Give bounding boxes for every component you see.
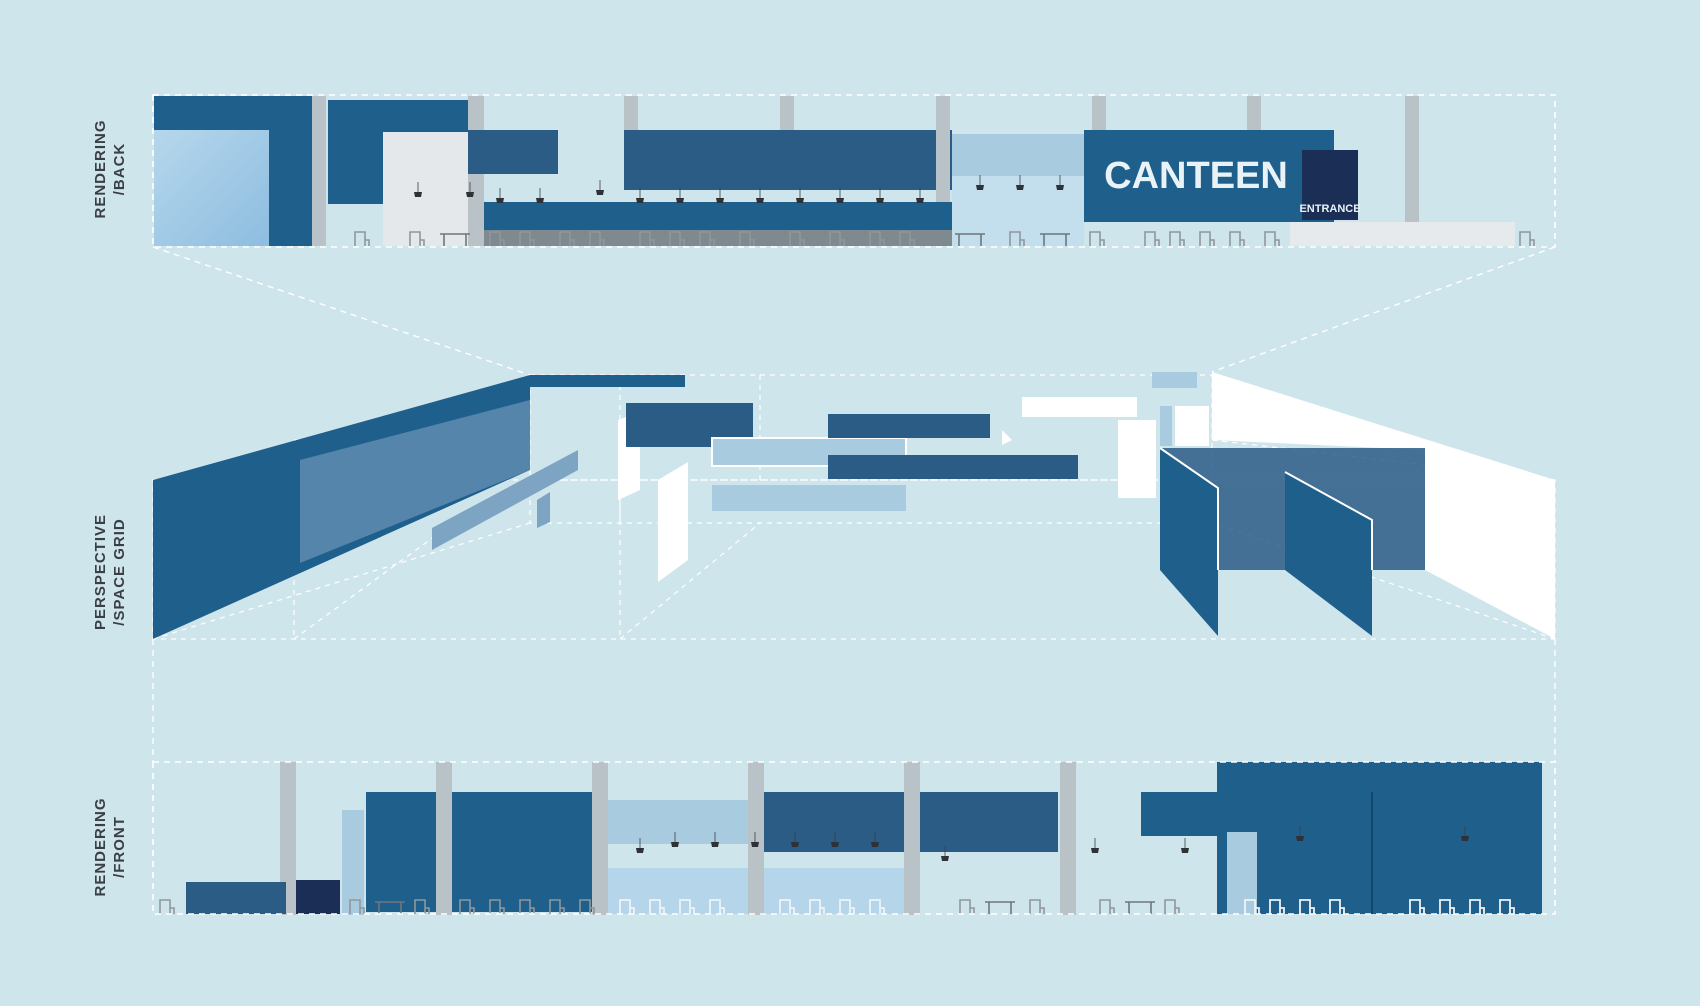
persp-tri [1002, 430, 1012, 445]
persp-panel-e [828, 455, 1078, 479]
persp-right-fin-1 [1160, 448, 1218, 636]
back-column [1405, 96, 1419, 224]
front-dark-panel-1 [366, 792, 593, 912]
back-left-glass [154, 130, 269, 246]
front-column [592, 762, 608, 915]
canteen-sign-panel [1084, 130, 1334, 222]
persp-white-box [1175, 406, 1209, 446]
persp-white-col [1118, 420, 1156, 498]
front-column [1060, 762, 1076, 915]
persp-hanging-panel-left [432, 450, 578, 550]
back-column [1092, 96, 1106, 130]
back-column [1247, 96, 1261, 130]
perspective-grid [152, 372, 1556, 640]
connector-lines [152, 246, 1556, 762]
front-light-strip [342, 810, 364, 915]
persp-right-fin-2 [1285, 472, 1372, 636]
back-frame [152, 94, 1556, 248]
persp-right-fin-edge-1 [1159, 447, 1219, 570]
rendering-back: CANTEEN ENTRANCE [152, 94, 1556, 248]
rendering-front [152, 761, 1556, 915]
front-light-panel [608, 800, 764, 844]
back-column [780, 96, 794, 130]
front-column [904, 762, 920, 915]
front-left-oven [296, 880, 340, 914]
persp-small-light [1152, 372, 1197, 388]
persp-top-strip [530, 375, 685, 387]
persp-right-white-wall [1212, 372, 1555, 639]
back-hanging-panel-2 [624, 130, 952, 190]
front-dark-panel-3 [920, 792, 1058, 852]
front-column [280, 762, 296, 915]
back-column [312, 96, 326, 246]
persp-right-fin-edge-2 [1284, 471, 1373, 570]
back-column [624, 96, 638, 130]
back-hanging-panel-1 [468, 130, 558, 174]
persp-small-panel [537, 492, 550, 528]
front-left-counter [186, 882, 286, 914]
back-counter-right [1290, 222, 1515, 246]
back-light-panel [952, 134, 1084, 176]
persp-left-wall-glass [300, 400, 530, 563]
persp-panel-d [828, 414, 990, 438]
persp-white-wall-2 [658, 462, 688, 582]
back-kitchen-wall [383, 132, 468, 246]
persp-thin-light [1160, 406, 1172, 446]
front-right-window [1227, 832, 1257, 914]
back-counter [484, 202, 952, 230]
front-right-room [1217, 762, 1542, 914]
front-frame [152, 761, 1556, 915]
back-counter-base [484, 230, 952, 246]
entrance-sign-text: ENTRANCE [1299, 203, 1360, 215]
front-dark-panel-4 [1141, 792, 1221, 836]
entrance-sign-panel [1302, 150, 1358, 220]
front-column [436, 762, 452, 915]
persp-white-bar [1022, 397, 1137, 417]
canteen-sign-text: CANTEEN [1104, 155, 1288, 197]
front-column [748, 762, 764, 915]
persp-panel-c [712, 485, 906, 511]
